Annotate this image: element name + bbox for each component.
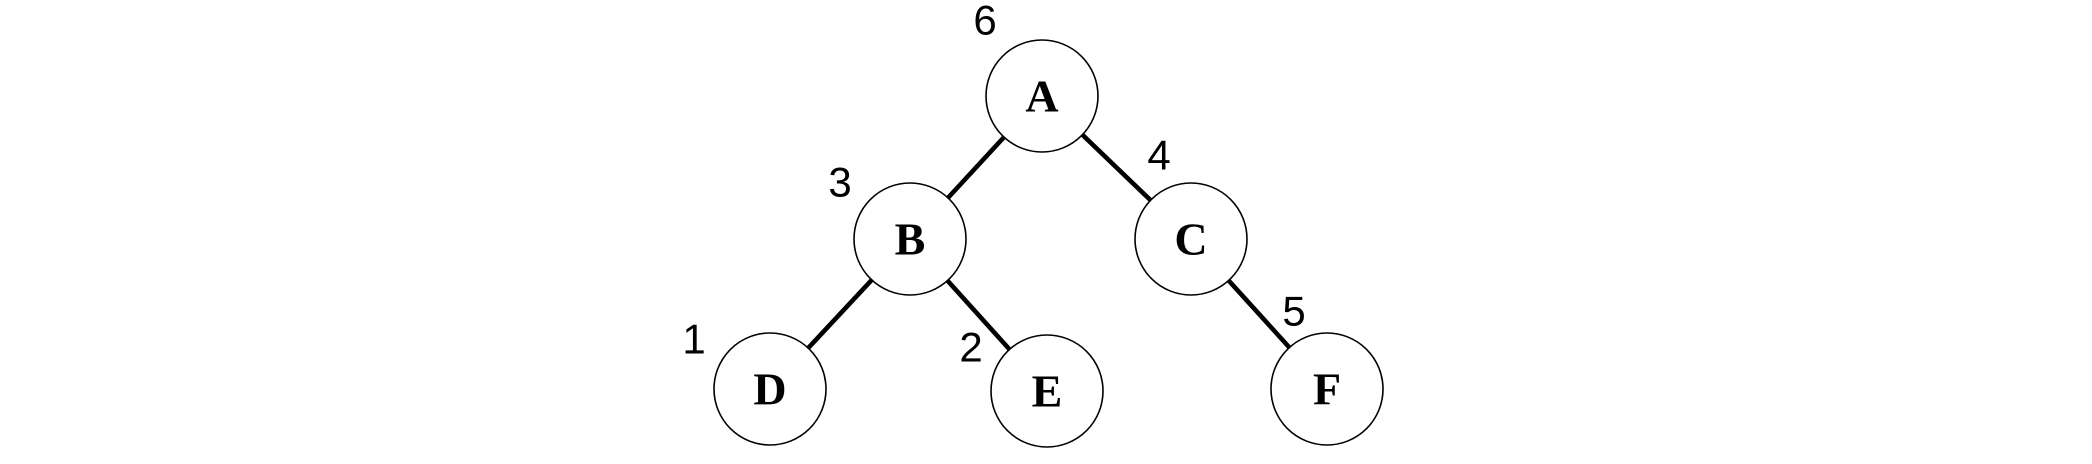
node-label-d: D xyxy=(753,364,786,415)
tree-node-e: E xyxy=(990,334,1104,448)
numbers-layer: 6 3 4 1 2 5 xyxy=(682,0,1305,371)
node-label-c: C xyxy=(1174,214,1207,265)
tree-node-c: C xyxy=(1134,182,1248,296)
node-number-c: 4 xyxy=(1147,132,1170,179)
node-label-e: E xyxy=(1032,366,1063,417)
node-number-f: 5 xyxy=(1282,288,1305,335)
node-circle-a xyxy=(985,39,1099,153)
tree-node-b: B xyxy=(853,182,967,296)
nodes-layer: A B C D E F xyxy=(713,39,1384,448)
node-circle-f xyxy=(1270,332,1384,446)
tree-node-a: A xyxy=(985,39,1099,153)
tree-node-d: D xyxy=(713,332,827,446)
node-circle-e xyxy=(990,334,1104,448)
node-number-a: 6 xyxy=(973,0,996,44)
node-label-b: B xyxy=(895,214,926,265)
node-number-e: 2 xyxy=(959,324,982,371)
node-circle-c xyxy=(1134,182,1248,296)
node-label-f: F xyxy=(1313,364,1341,415)
node-number-b: 3 xyxy=(828,159,851,206)
node-circle-b xyxy=(853,182,967,296)
node-label-a: A xyxy=(1025,71,1058,122)
node-number-d: 1 xyxy=(682,316,705,363)
node-circle-d xyxy=(713,332,827,446)
tree-node-f: F xyxy=(1270,332,1384,446)
